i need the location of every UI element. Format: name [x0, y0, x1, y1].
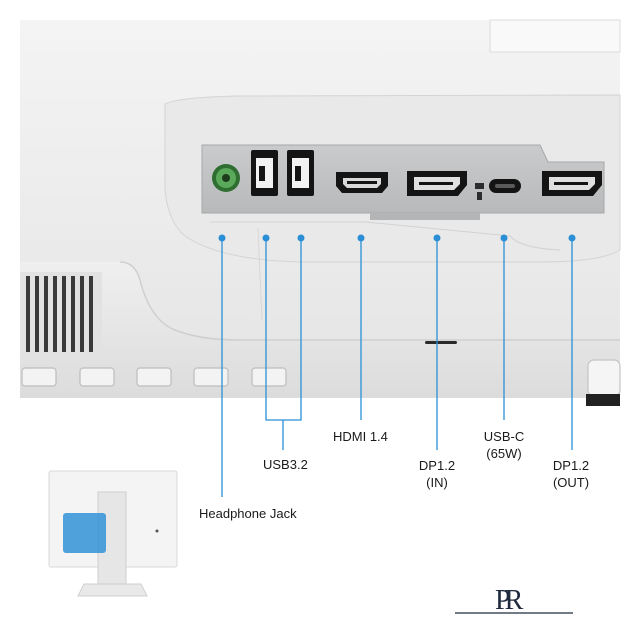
label-dp-out: DP1.2 (OUT) — [552, 458, 590, 490]
usb32-port-1 — [251, 150, 278, 196]
inset-highlight-box — [63, 513, 106, 553]
label-usbc: USB-C (65W) — [483, 429, 525, 461]
hdmi-port — [336, 172, 388, 193]
label-usb32: USB3.2 — [263, 457, 308, 472]
usb32-port-2 — [287, 150, 314, 196]
lock-slot-icon — [475, 183, 484, 200]
vent-grille — [20, 272, 102, 356]
label-dp-in: DP1.2 (IN) — [418, 458, 456, 490]
brand-logo: PR — [455, 585, 573, 616]
dp-in-port — [407, 171, 467, 196]
stand-foot — [586, 359, 621, 406]
headphone-jack-port — [212, 164, 240, 192]
dp-out-port — [542, 171, 602, 196]
bottom-buttons — [21, 367, 287, 387]
label-hdmi: HDMI 1.4 — [333, 429, 388, 444]
usbc-port — [489, 179, 521, 193]
leader-dots — [218, 234, 576, 242]
leader-lines — [221, 238, 573, 497]
label-headphone-jack: Headphone Jack — [199, 506, 297, 521]
inset-monitor-thumbnail — [48, 470, 178, 597]
svg-text:PR: PR — [495, 585, 524, 616]
